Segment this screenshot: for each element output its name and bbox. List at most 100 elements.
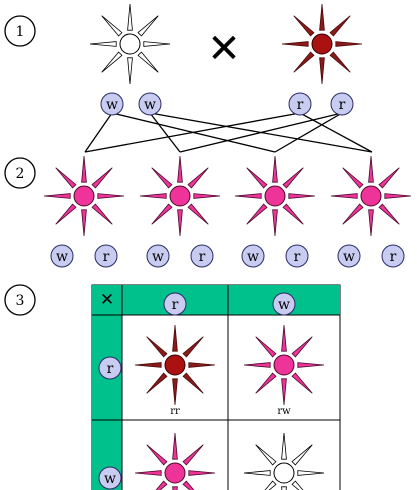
- petal: [264, 480, 277, 490]
- allele-letter: r: [294, 249, 301, 265]
- petal: [342, 167, 364, 189]
- petal: [272, 209, 278, 237]
- allele-letter: w: [104, 471, 116, 487]
- petal: [255, 444, 277, 466]
- petal: [291, 336, 313, 358]
- allele-letter: r: [390, 249, 397, 265]
- column-header-allele: w: [272, 292, 296, 316]
- offspring-flower: [330, 155, 412, 237]
- allele-letter: r: [199, 249, 206, 265]
- petal: [55, 167, 77, 189]
- red-flower: [281, 3, 363, 85]
- header-column: [92, 285, 122, 490]
- allele-letter: w: [247, 249, 259, 265]
- petal: [137, 51, 159, 73]
- petal: [143, 41, 171, 47]
- allele-letter: r: [297, 97, 304, 113]
- petal: [182, 444, 204, 466]
- offspring-flower: [234, 155, 316, 237]
- petal: [281, 378, 287, 406]
- petal: [151, 167, 173, 189]
- petal: [282, 203, 304, 225]
- allele-letter: r: [107, 361, 114, 377]
- petal: [55, 203, 77, 225]
- petal: [43, 193, 71, 199]
- petal: [81, 209, 87, 237]
- petal: [91, 167, 113, 189]
- offspring-row: [43, 155, 412, 237]
- petal: [172, 378, 178, 406]
- petal: [187, 167, 209, 189]
- cross-line: [299, 112, 373, 153]
- petal: [281, 41, 309, 47]
- allele-letter: w: [56, 249, 68, 265]
- flower-center: [73, 185, 95, 207]
- petal: [182, 480, 195, 490]
- petal: [182, 336, 204, 358]
- flower-center: [273, 462, 295, 484]
- white-flower: [89, 3, 171, 85]
- flower-center: [311, 33, 333, 55]
- flower-center: [119, 33, 141, 55]
- petal: [281, 324, 287, 352]
- allele-letter: w: [144, 97, 156, 113]
- header-row: [92, 285, 340, 315]
- petal: [329, 51, 351, 73]
- offspring-allele: w: [241, 244, 265, 268]
- parent-allele: w: [100, 92, 124, 116]
- petal: [182, 372, 204, 394]
- petal: [243, 362, 271, 368]
- petal: [255, 372, 277, 394]
- petal: [177, 209, 183, 237]
- petal: [378, 203, 400, 225]
- petal: [384, 193, 412, 199]
- petal: [246, 167, 268, 189]
- parent-allele: r: [288, 92, 312, 116]
- parent-red-flower: [281, 3, 363, 85]
- offspring-allele: w: [50, 244, 74, 268]
- petal: [146, 336, 168, 358]
- petal: [293, 15, 315, 37]
- petal: [172, 486, 178, 490]
- petal: [134, 470, 162, 476]
- genotype-label: rw: [277, 406, 291, 417]
- step-3-number: 3: [16, 293, 25, 309]
- cross-line: [84, 112, 113, 153]
- petal: [291, 480, 304, 490]
- cross-line: [84, 112, 301, 153]
- petal: [177, 155, 183, 183]
- offspring-flower: [43, 155, 125, 237]
- petal: [188, 470, 216, 476]
- petal: [101, 15, 123, 37]
- allele-letter: w: [152, 249, 164, 265]
- petal: [91, 203, 113, 225]
- allele-letter: r: [339, 97, 346, 113]
- allele-letter: r: [172, 297, 179, 313]
- punnett-cell-flower: [134, 432, 216, 490]
- row-header-allele: w: [98, 466, 122, 490]
- punnett-square: ✕: [91, 284, 341, 490]
- petal: [342, 203, 364, 225]
- offspring-allele: r: [285, 244, 309, 268]
- petal: [151, 203, 173, 225]
- cross-symbol: ✕: [207, 26, 241, 72]
- punnett-cell-flower: [243, 432, 325, 490]
- petal: [378, 167, 400, 189]
- flower-center: [264, 185, 286, 207]
- allele-letter: w: [278, 297, 290, 313]
- cross-line: [274, 112, 343, 153]
- petal: [101, 51, 123, 73]
- allele-letter: r: [103, 249, 110, 265]
- petal: [368, 155, 374, 183]
- punnett-corner-symbol: ✕: [100, 290, 114, 310]
- allele-letter: w: [106, 97, 118, 113]
- petal: [330, 193, 358, 199]
- petal: [281, 486, 287, 490]
- petal: [281, 432, 287, 460]
- petal: [319, 3, 325, 31]
- punnett-cell-flower: [243, 324, 325, 406]
- genotype-label: rr: [170, 406, 180, 417]
- step-2-marker: 2: [4, 157, 36, 189]
- cross-line: [179, 112, 343, 153]
